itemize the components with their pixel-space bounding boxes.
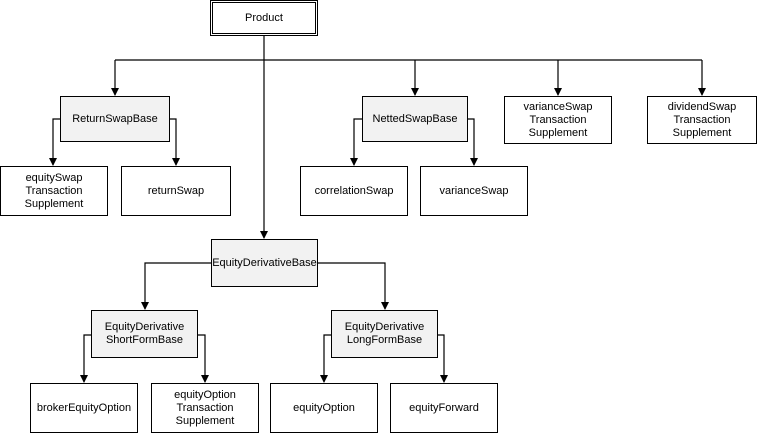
node-correlation-swap: correlationSwap	[300, 166, 408, 216]
arrow-to-short-form-base	[141, 262, 211, 310]
node-broker-equity-option: brokerEquityOption	[30, 383, 138, 433]
node-dividend-swap-transaction-supplement: dividendSwap Transaction Supplement	[647, 96, 757, 144]
node-equity-option: equityOption	[270, 383, 378, 433]
node-return-swap-base: ReturnSwapBase	[60, 96, 170, 142]
arrow-to-equity-forward	[438, 334, 448, 383]
node-equity-option-transaction-supplement: equityOption Transaction Supplement	[151, 383, 259, 433]
arrow-to-variance-swap	[468, 118, 478, 166]
arrow-to-broker-equity-option	[80, 334, 91, 383]
node-variance-swap: varianceSwap	[420, 166, 528, 216]
node-equity-swap-transaction-supplement: equitySwap Transaction Supplement	[0, 166, 108, 216]
arrow-to-return-swap	[170, 118, 180, 166]
arrow-to-long-form-base	[318, 262, 389, 310]
node-equity-forward: equityForward	[390, 383, 498, 433]
node-equity-derivative-short-form-base: EquityDerivative ShortFormBase	[91, 310, 198, 358]
node-equity-derivative-long-form-base: EquityDerivative LongFormBase	[331, 310, 438, 358]
arrow-to-equity-swap-ts	[49, 118, 60, 166]
arrow-to-correlation-swap	[350, 118, 362, 166]
arrow-to-equity-option-ts	[198, 334, 209, 383]
node-netted-swap-base: NettedSwapBase	[362, 96, 468, 142]
node-variance-swap-transaction-supplement: varianceSwap Transaction Supplement	[504, 96, 612, 144]
arrow-to-equity-option	[320, 334, 331, 383]
node-product: Product	[210, 0, 318, 36]
node-equity-derivative-base: EquityDerivativeBase	[211, 239, 318, 287]
node-return-swap: returnSwap	[121, 166, 231, 216]
